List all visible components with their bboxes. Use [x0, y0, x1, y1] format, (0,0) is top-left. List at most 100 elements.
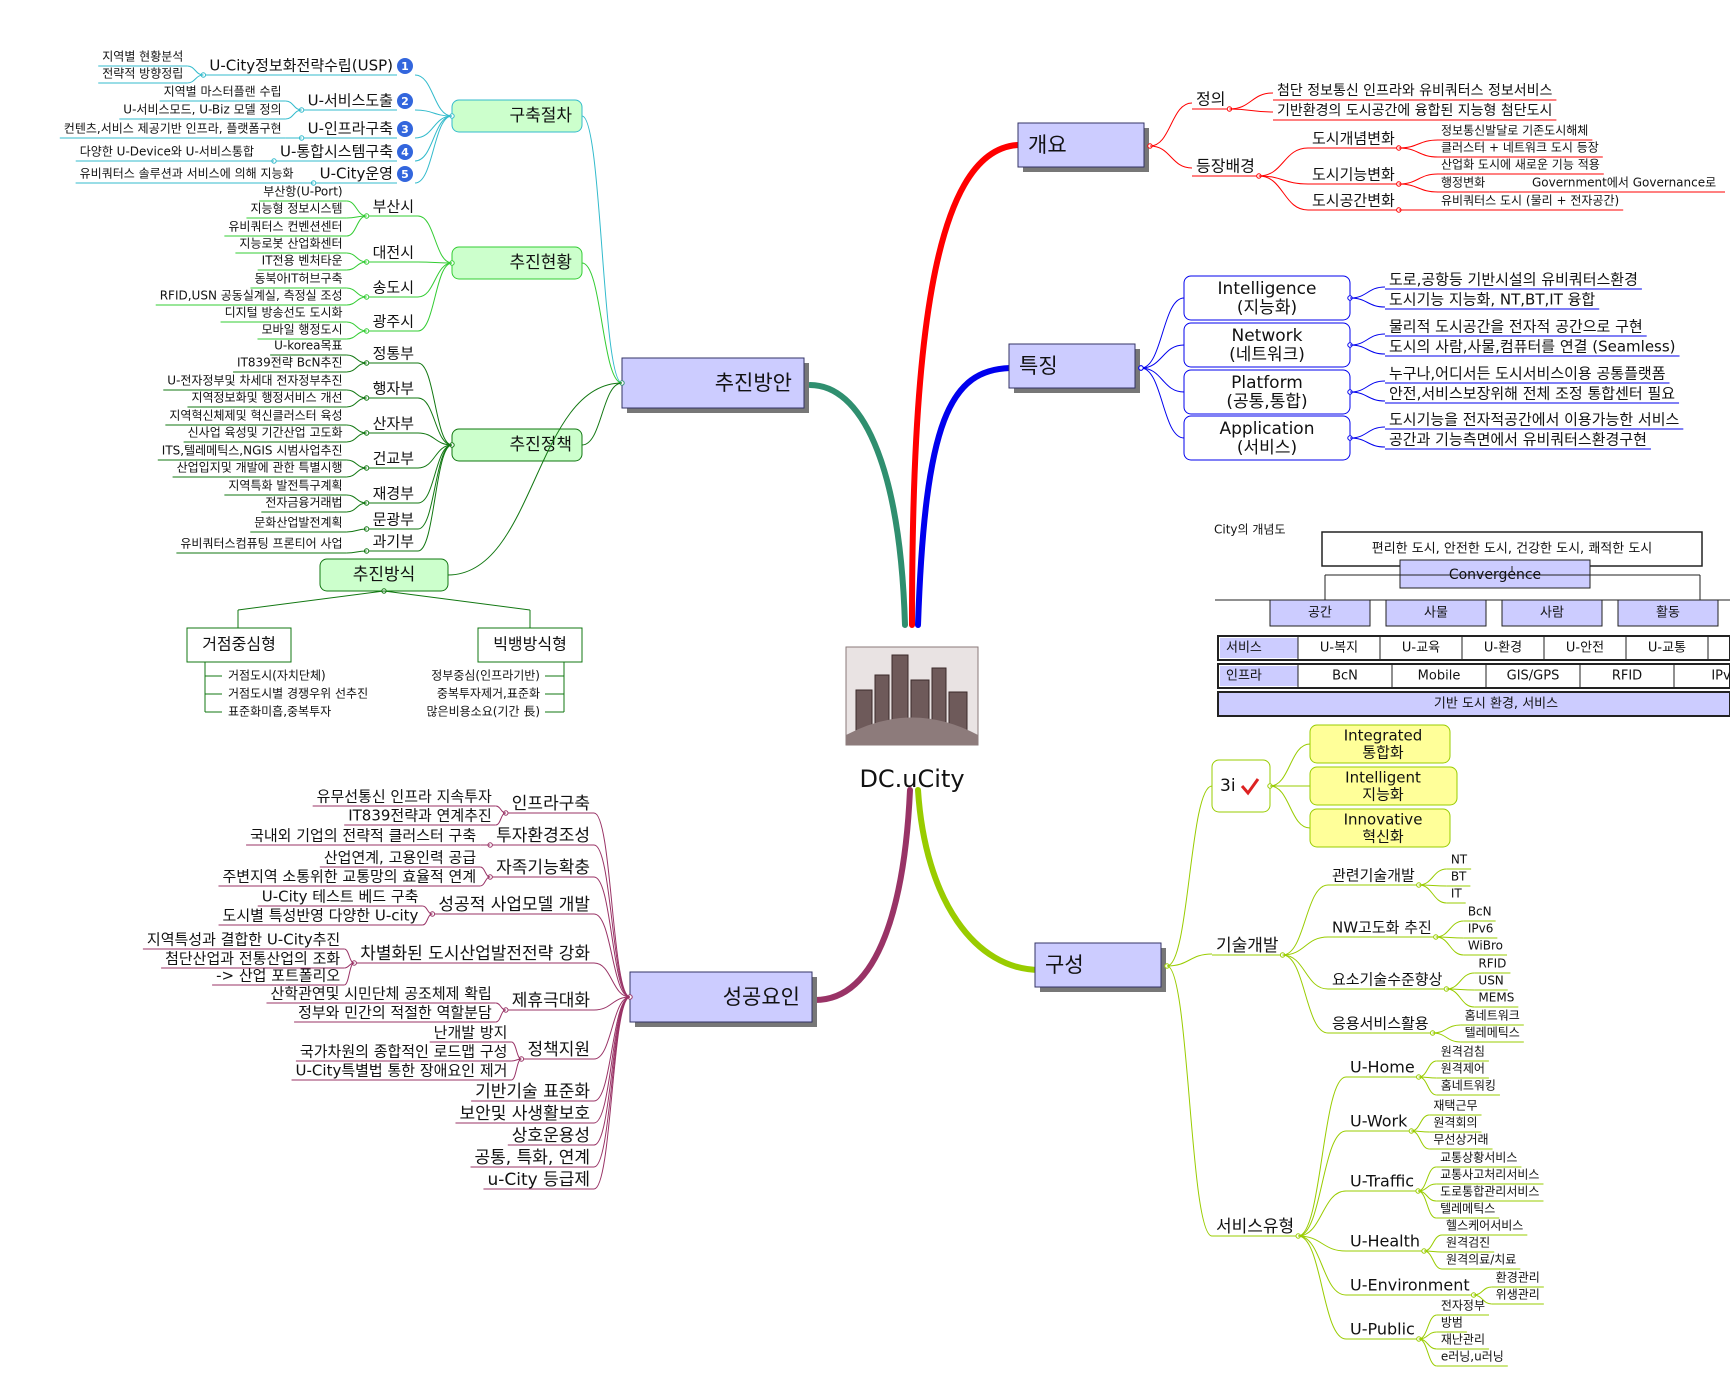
detail-text: IT전용 벤처타운 [262, 254, 343, 268]
detail-text: 지역혁신체제및 혁신클러스터 육성 [169, 409, 342, 423]
detail-text: NT [1451, 853, 1468, 867]
detail-text: 도시기능변화 [1312, 166, 1395, 184]
detail-text: 정통부 [373, 345, 415, 363]
three-i-innovative[interactable] [1309, 808, 1451, 848]
connector [417, 397, 453, 446]
detail-text: 원격검진 [1446, 1236, 1490, 1250]
detail-text: 국내외 기업의 전략적 클러스터 구축 [250, 827, 476, 845]
connector [343, 962, 355, 986]
detail-text: 원격의료/치료 [1446, 1253, 1516, 1267]
detail-text: 산업입지및 개발에 관한 특별시행 [177, 460, 343, 475]
node-label: U-안전 [1566, 641, 1604, 656]
method-bigbang-type[interactable] [477, 627, 583, 663]
node-label: BcN [1332, 669, 1358, 684]
topic-title: 개요 [1028, 133, 1067, 157]
detail-text: 방범 [1441, 1316, 1463, 1330]
success-factor: 차별화된 도시산업발전전략 강화 [360, 944, 590, 964]
method-connector [383, 590, 531, 611]
connector [581, 262, 623, 384]
node-label: (지능화) [1237, 298, 1297, 318]
branch-features [915, 365, 1013, 628]
connector [593, 996, 631, 1011]
central-topic[interactable]: DC.uCity [845, 646, 979, 793]
detail-text: 도시기능 지능화, NT,BT,IT 융합 [1389, 291, 1595, 309]
detail-text: 정보통신발달로 기존도시해체 [1441, 124, 1588, 138]
detail-text: 안전,서비스보장위해 전체 조정 통합센터 필요 [1389, 385, 1675, 403]
node-label: 추진정책 [509, 435, 572, 455]
success-factor: 상호운용성 [512, 1126, 590, 1146]
connector [511, 1041, 522, 1060]
success-factor: u-City 등급제 [487, 1170, 590, 1190]
success-factor: 성공적 사업모델 개발 [438, 895, 590, 915]
detail-text: 재경부 [373, 485, 415, 503]
connector [1258, 175, 1309, 211]
diagram-pillar [1269, 599, 1371, 627]
node-label: 추진방식 [353, 565, 416, 585]
connector [1298, 1235, 1347, 1340]
detail-text: 첨단산업과 전통산업의 조화 [165, 950, 340, 968]
detail-text: 대전시 [373, 244, 414, 262]
connector [417, 444, 453, 552]
detail-text: NW고도화 추진 [1332, 919, 1432, 937]
connector [414, 115, 453, 162]
connector [417, 432, 453, 446]
detail-text: 헬스케어서비스 [1446, 1219, 1523, 1233]
detail-text: 지역정보화및 행정서비스 개선 [191, 390, 342, 405]
topic-title: 특징 [1019, 354, 1058, 378]
detail-text: 지능로봇 산업화센터 [239, 237, 342, 251]
detail-text: 도시공간변화 [1312, 192, 1395, 210]
three-i-intelligent[interactable] [1309, 766, 1458, 806]
connector [285, 109, 302, 120]
detail-text: 원격회의 [1433, 1116, 1477, 1130]
topic-composition[interactable]: 구성 [1034, 942, 1166, 992]
branch-composition [915, 787, 1043, 973]
detail-text: 컨텐츠,서비스 제공기반 인프라, 플랫폼구현 [64, 122, 282, 136]
detail-text: 전자금융거래법 [265, 496, 342, 510]
detail-text: U-City정보화전략수립(USP) [209, 57, 393, 75]
detail-text: 유무선통신 인프라 지속투자 [317, 788, 492, 806]
connector [1298, 1076, 1347, 1237]
connector [1298, 1235, 1347, 1296]
connector [1446, 988, 1475, 1008]
step-number-icon [397, 144, 413, 160]
topic-strategy[interactable]: 추진방안 [621, 357, 809, 413]
connector [593, 844, 631, 998]
connector [346, 494, 367, 504]
detail-text: WiBro [1468, 939, 1503, 953]
connector [1435, 920, 1464, 938]
node-label: Application [1220, 419, 1315, 439]
node-label: 인프라 [1226, 669, 1262, 684]
connector [1349, 297, 1386, 308]
detail-text: 응용서비스활용 [1332, 1015, 1429, 1033]
connector [1398, 139, 1439, 149]
connector [1149, 145, 1193, 169]
connector [346, 389, 367, 399]
connector [417, 444, 453, 504]
node-label: 지능화 [1362, 786, 1404, 804]
connector [414, 74, 453, 117]
three-i-integrated[interactable] [1309, 724, 1451, 764]
detail-text: 교통사고처리서비스 [1440, 1168, 1539, 1182]
detail-text: 물리적 도시공간을 전자적 공간으로 구현 [1389, 318, 1643, 336]
service-types: 서비스유형 [1216, 1217, 1294, 1237]
connector [1435, 936, 1464, 956]
method-hub-type[interactable] [186, 627, 292, 663]
connector [511, 1058, 522, 1081]
connector [417, 215, 453, 264]
connector [1149, 102, 1193, 147]
topic-success[interactable]: 성공요인 [629, 971, 817, 1027]
diagram-service-label-bg [1220, 638, 1298, 658]
detail-text: 교통상황서비스 [1440, 1151, 1517, 1165]
node-label: 편리한 도시, 안전한 도시, 건강한 도시, 쾌적한 도시 [1372, 542, 1653, 557]
branch-strategy [807, 382, 908, 628]
detail-text: IT [1451, 887, 1463, 901]
detail-text: USN [1478, 974, 1503, 988]
diagram-pillar [1385, 599, 1487, 627]
topic-overview[interactable]: 개요 [1017, 122, 1149, 172]
connector [1298, 1235, 1347, 1252]
detail-text: 원격검침 [1441, 1045, 1485, 1059]
topic-features[interactable]: 특징 [1008, 343, 1140, 393]
connector [346, 330, 367, 340]
detail-text: 위생관리 [1496, 1288, 1540, 1302]
